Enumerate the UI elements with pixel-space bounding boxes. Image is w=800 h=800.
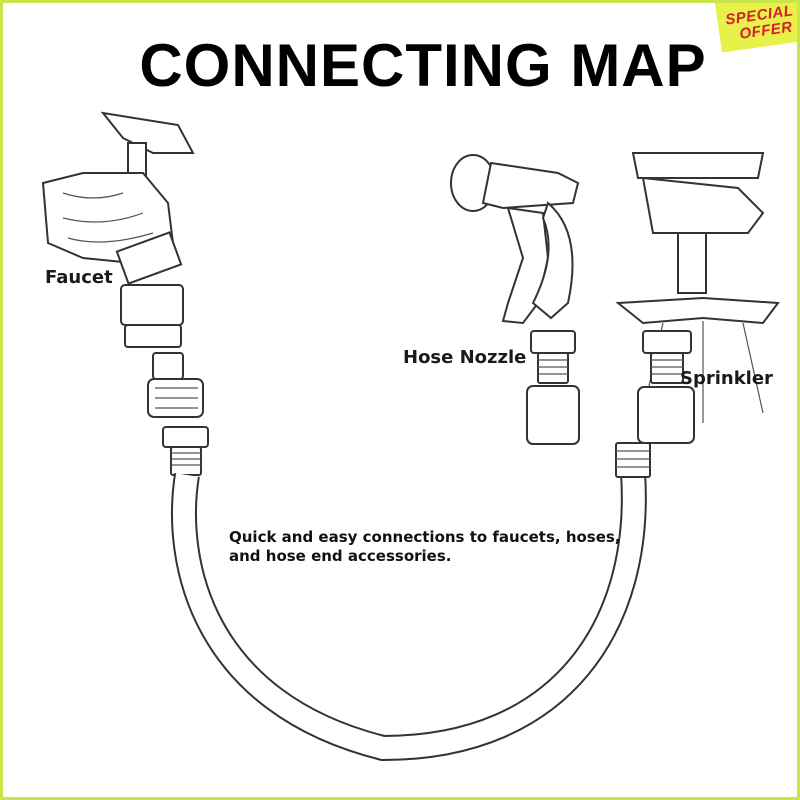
- hose-nozzle-illustration: [450, 154, 580, 445]
- sprinkler-illustration: [615, 152, 780, 444]
- connection-illustration: [41, 111, 780, 762]
- garden-hose: [171, 442, 651, 762]
- sprinkler-label: Sprinkler: [680, 368, 773, 389]
- faucet-label: Faucet: [45, 267, 113, 288]
- page-title: CONNECTING MAP: [139, 32, 707, 99]
- caption: Quick and easy connections to faucets, h…: [229, 528, 629, 566]
- faucet-illustration: [41, 111, 195, 285]
- hose-nozzle-label: Hose Nozzle: [403, 347, 527, 368]
- caption-line-2: and hose end accessories.: [229, 547, 452, 565]
- faucet-quick-connector: [120, 284, 209, 476]
- caption-line-1: Quick and easy connections to faucets, h…: [229, 528, 621, 546]
